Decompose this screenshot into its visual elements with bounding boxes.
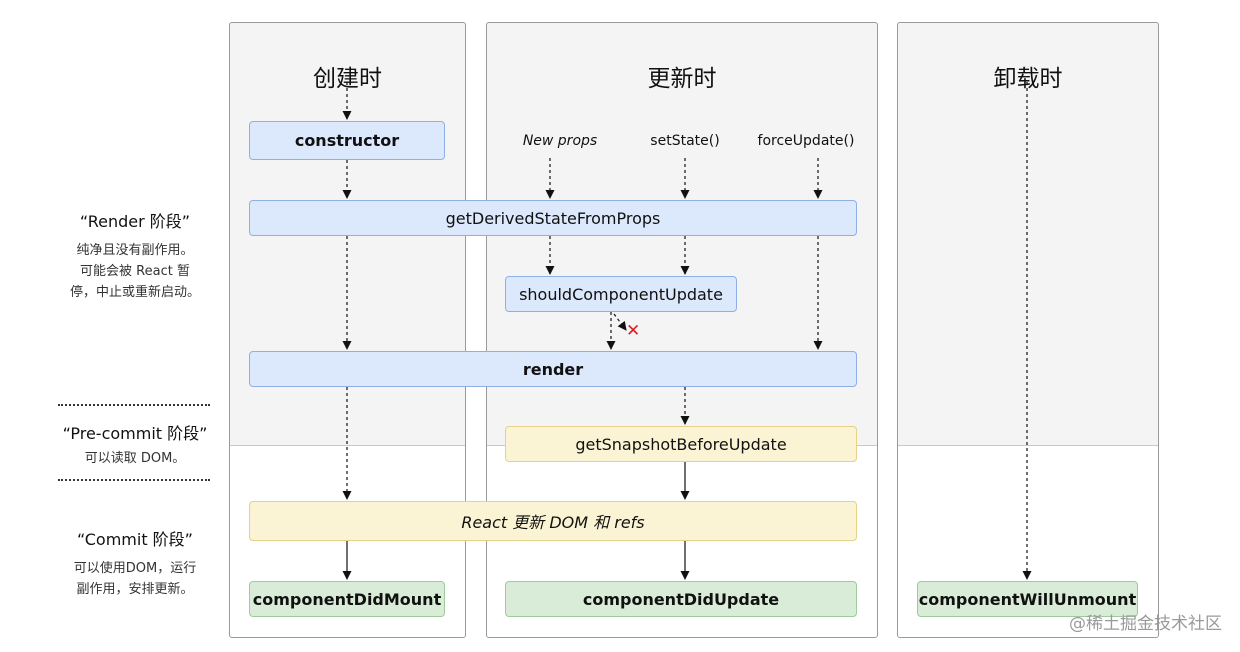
precommit-phase-desc: 可以读取 DOM。 <box>84 451 186 466</box>
commit-phase-desc: 可以使用DOM，运行 副作用，安排更新。 <box>73 561 197 597</box>
trigger-set-state: setState() <box>650 133 720 149</box>
render-phase-title: “Render 阶段” <box>79 212 191 231</box>
trigger-force-update: forceUpdate() <box>757 133 855 149</box>
mount-column: 创建时 <box>229 22 466 638</box>
commit-phase-label: “Commit 阶段” 可以使用DOM，运行 副作用，安排更新。 <box>40 526 230 600</box>
update-column-title: 更新时 <box>647 66 717 92</box>
render-phase-desc: 纯净且没有副作用。 可能会被 React 暂 停，中止或重新启动。 <box>69 243 200 300</box>
render-box: render <box>249 351 857 387</box>
render-phase-label: “Render 阶段” 纯净且没有副作用。 可能会被 React 暂 停，中止或… <box>40 208 230 303</box>
phase-separator <box>58 404 210 406</box>
react-update-dom-box: React 更新 DOM 和 refs <box>249 501 857 541</box>
get-snapshot-box: getSnapshotBeforeUpdate <box>505 426 857 462</box>
should-component-update-box: shouldComponentUpdate <box>505 276 737 312</box>
mount-column-title: 创建时 <box>313 66 382 92</box>
get-derived-state-box: getDerivedStateFromProps <box>249 200 857 236</box>
phase-divider <box>898 445 1158 446</box>
precommit-phase-label: “Pre-commit 阶段” 可以读取 DOM。 <box>40 420 230 469</box>
phase-divider <box>230 445 465 446</box>
commit-phase-title: “Commit 阶段” <box>77 530 193 549</box>
unmount-column-title: 卸载时 <box>993 66 1063 92</box>
phase-separator <box>58 479 210 481</box>
precommit-phase-title: “Pre-commit 阶段” <box>62 424 208 443</box>
component-will-unmount-box: componentWillUnmount <box>917 581 1138 617</box>
trigger-new-props: New props <box>522 133 598 149</box>
component-did-update-box: componentDidUpdate <box>505 581 857 617</box>
component-did-mount-box: componentDidMount <box>249 581 445 617</box>
unmount-column: 卸载时 <box>897 22 1159 638</box>
update-column: 更新时 <box>486 22 878 638</box>
watermark: @稀土掘金技术社区 <box>1069 614 1222 634</box>
constructor-box: constructor <box>249 121 445 160</box>
